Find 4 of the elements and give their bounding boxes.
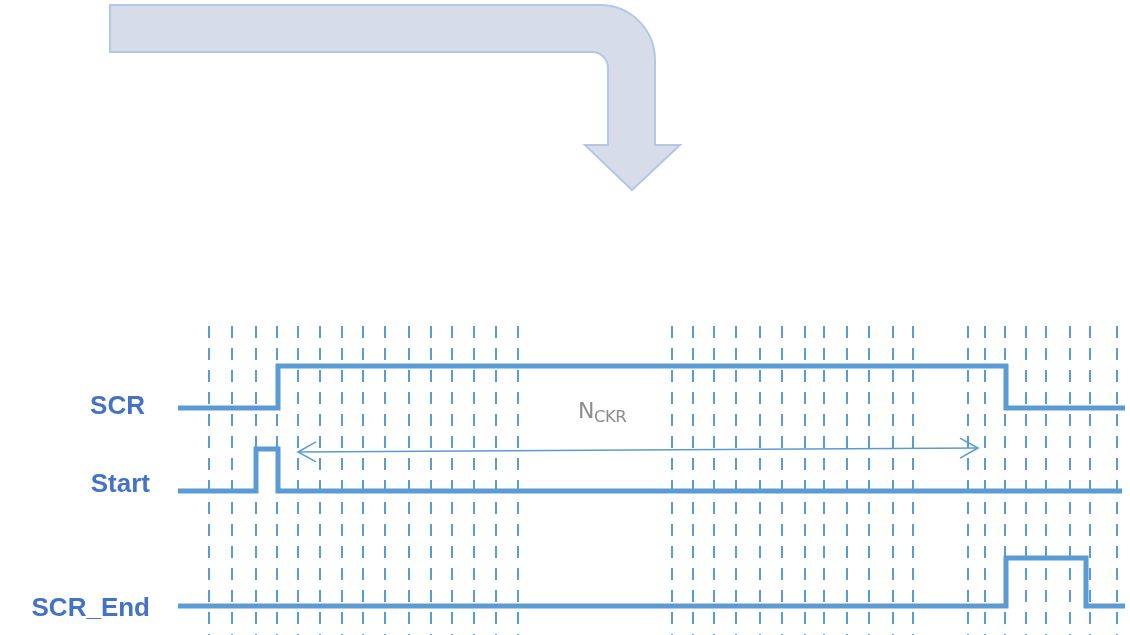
signal-name: SCR bbox=[90, 392, 145, 418]
measure-label: N$_{CKR}$ bbox=[578, 400, 627, 422]
signal-name: Start bbox=[90, 470, 150, 496]
signal-name: SCR_End bbox=[31, 594, 150, 620]
